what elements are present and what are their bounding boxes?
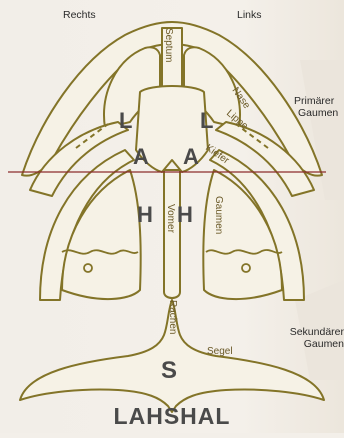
primary-palate-label: Primärer Gaumen xyxy=(294,95,338,119)
letter-l-right: L xyxy=(119,108,132,133)
circle-left xyxy=(242,264,250,272)
letter-s: S xyxy=(161,357,177,384)
letter-a-left: A xyxy=(183,144,199,169)
vomer-label: Vomer xyxy=(165,204,176,234)
circle-right xyxy=(84,264,92,272)
secondary-palate-line-1: Sekundärer xyxy=(274,326,344,338)
pharynx-label: Rachen xyxy=(167,300,178,334)
septum-label: Septum xyxy=(163,28,174,62)
letter-h-right: H xyxy=(137,202,153,227)
letter-a-right: A xyxy=(133,144,149,169)
velum-label: Segel xyxy=(207,346,233,357)
primary-palate-line-2: Gaumen xyxy=(298,107,338,119)
letter-l-left: L xyxy=(200,108,213,133)
letter-h-left: H xyxy=(177,202,193,227)
label-left-side: Links xyxy=(237,9,262,21)
primary-palate-line-1: Primärer xyxy=(294,95,338,107)
secondary-palate-label: Sekundärer Gaumen xyxy=(274,326,344,350)
vomer xyxy=(164,170,180,298)
label-right-side: Rechts xyxy=(63,9,96,21)
secondary-palate-line-2: Gaumen xyxy=(274,338,344,350)
diagram-title: LAHSHAL xyxy=(114,403,231,429)
palate-organ-label: Gaumen xyxy=(213,196,224,234)
